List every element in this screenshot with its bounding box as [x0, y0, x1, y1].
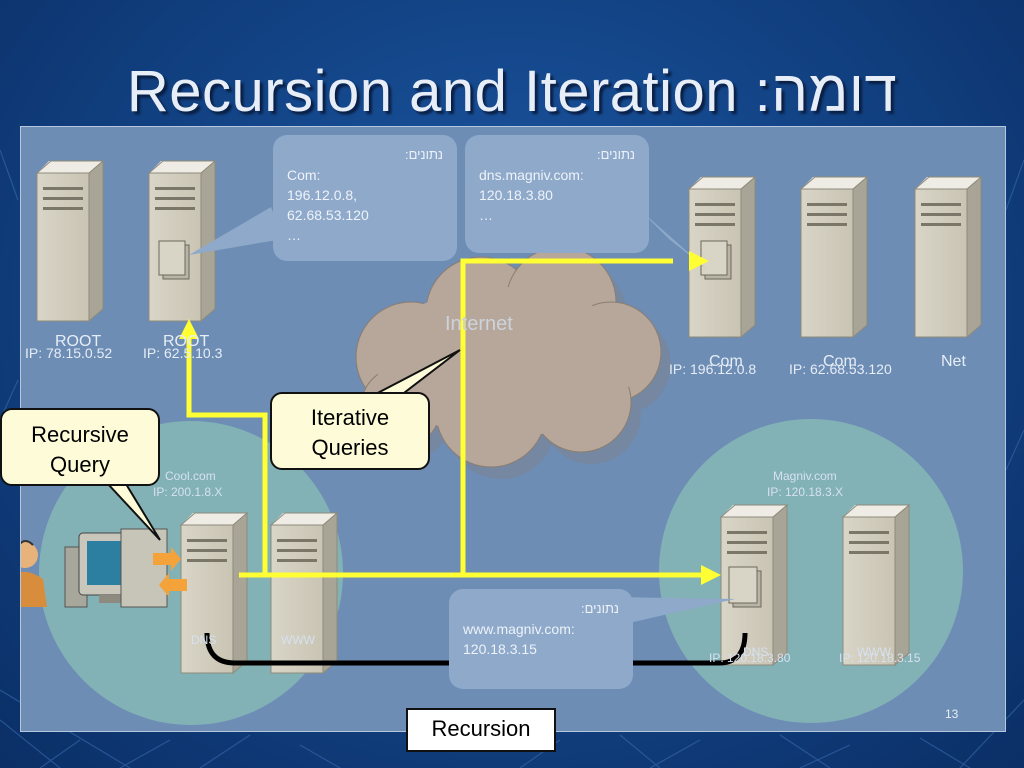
internet-label: Internet	[445, 313, 513, 335]
bubble-heading: נתונים:	[596, 147, 635, 162]
com-server-2-ip: IP: 62.68.53.120	[789, 361, 892, 377]
recursion-label: Recursion	[406, 708, 556, 752]
request-arrows	[153, 547, 187, 597]
bubble-line: …	[287, 227, 301, 243]
magniv-dns-ip: IP: 120.18.3.80	[709, 651, 791, 665]
arrow-to-root	[186, 337, 268, 575]
root-data-bubble: נתונים: Com: 196.12.0.8, 62.68.53.120 …	[273, 135, 457, 261]
cool-dns-server	[180, 512, 248, 674]
bubble-tail	[189, 207, 283, 255]
magniv-www-server	[842, 504, 910, 666]
net-server	[914, 176, 982, 338]
magniv-domain-ip: IP: 120.18.3.X	[767, 485, 844, 499]
slide-title: Recursion and Iteration :דומה	[126, 59, 898, 124]
bubble-line: Com:	[287, 167, 321, 183]
magniv-dns-label: DNS	[743, 645, 769, 659]
user-computer-icon	[21, 528, 168, 608]
magniv-data-bubble: נתונים: www.magniv.com: 120.18.3.15	[449, 589, 633, 689]
com-server-2	[800, 176, 868, 338]
bubble-tail	[611, 597, 735, 627]
com-server-2-label: Com	[823, 353, 857, 370]
com-server-1-ip: IP: 196.12.0.8	[669, 361, 757, 377]
arrowhead-up	[179, 319, 199, 339]
query-arrows	[186, 258, 705, 578]
net-server-label: Net	[941, 353, 966, 370]
recursive-query-callout: Recursive Query	[0, 408, 160, 486]
page-number: 13	[945, 707, 959, 721]
root-server-2-ip: IP: 62.5.10.3	[143, 345, 223, 361]
diagram-panel: ROOT IP: 78.15.0.52 ROOT IP: 62.5.10.3 C…	[20, 126, 1006, 732]
bubble-line: …	[479, 207, 493, 223]
root-server-1-label: ROOT	[55, 333, 102, 350]
bubble-line: www.magniv.com:	[463, 621, 575, 637]
bubble-line: 120.18.3.15	[463, 641, 537, 657]
root-server-1	[36, 160, 104, 322]
bubble-line: dns.magniv.com:	[479, 167, 584, 183]
bubble-line: 62.68.53.120	[287, 207, 369, 223]
document-icon	[700, 240, 732, 280]
root-server-2-label: ROOT	[163, 333, 210, 350]
cool-dns-label: DNS	[191, 633, 217, 647]
bubble-line: 196.12.0.8,	[287, 187, 358, 203]
cool-www-server	[270, 512, 338, 674]
bubble-heading: נתונים:	[580, 601, 619, 616]
arrow-to-com	[460, 258, 673, 575]
magniv-domain-name: Magniv.com	[773, 469, 837, 483]
document-icon	[728, 566, 762, 608]
bubble-line: 120.18.3.80	[479, 187, 553, 203]
bubble-heading: נתונים:	[404, 147, 443, 162]
com-data-bubble: נתונים: dns.magniv.com: 120.18.3.80 …	[465, 135, 649, 253]
com-server-1-label: Com	[709, 353, 743, 370]
root-server-1-ip: IP: 78.15.0.52	[25, 345, 113, 361]
magniv-www-label: WWW	[857, 645, 891, 659]
magniv-www-ip: IP: 120.18.3.15	[839, 651, 921, 665]
document-icon	[158, 240, 190, 280]
arrowhead-right	[689, 251, 709, 271]
arrowhead-right	[701, 565, 721, 585]
iterative-queries-callout: Iterative Queries	[270, 392, 430, 470]
cool-domain-name: Cool.com	[165, 469, 216, 483]
cool-www-label: WWW	[281, 633, 315, 647]
cool-domain-ip: IP: 200.1.8.X	[153, 485, 223, 499]
